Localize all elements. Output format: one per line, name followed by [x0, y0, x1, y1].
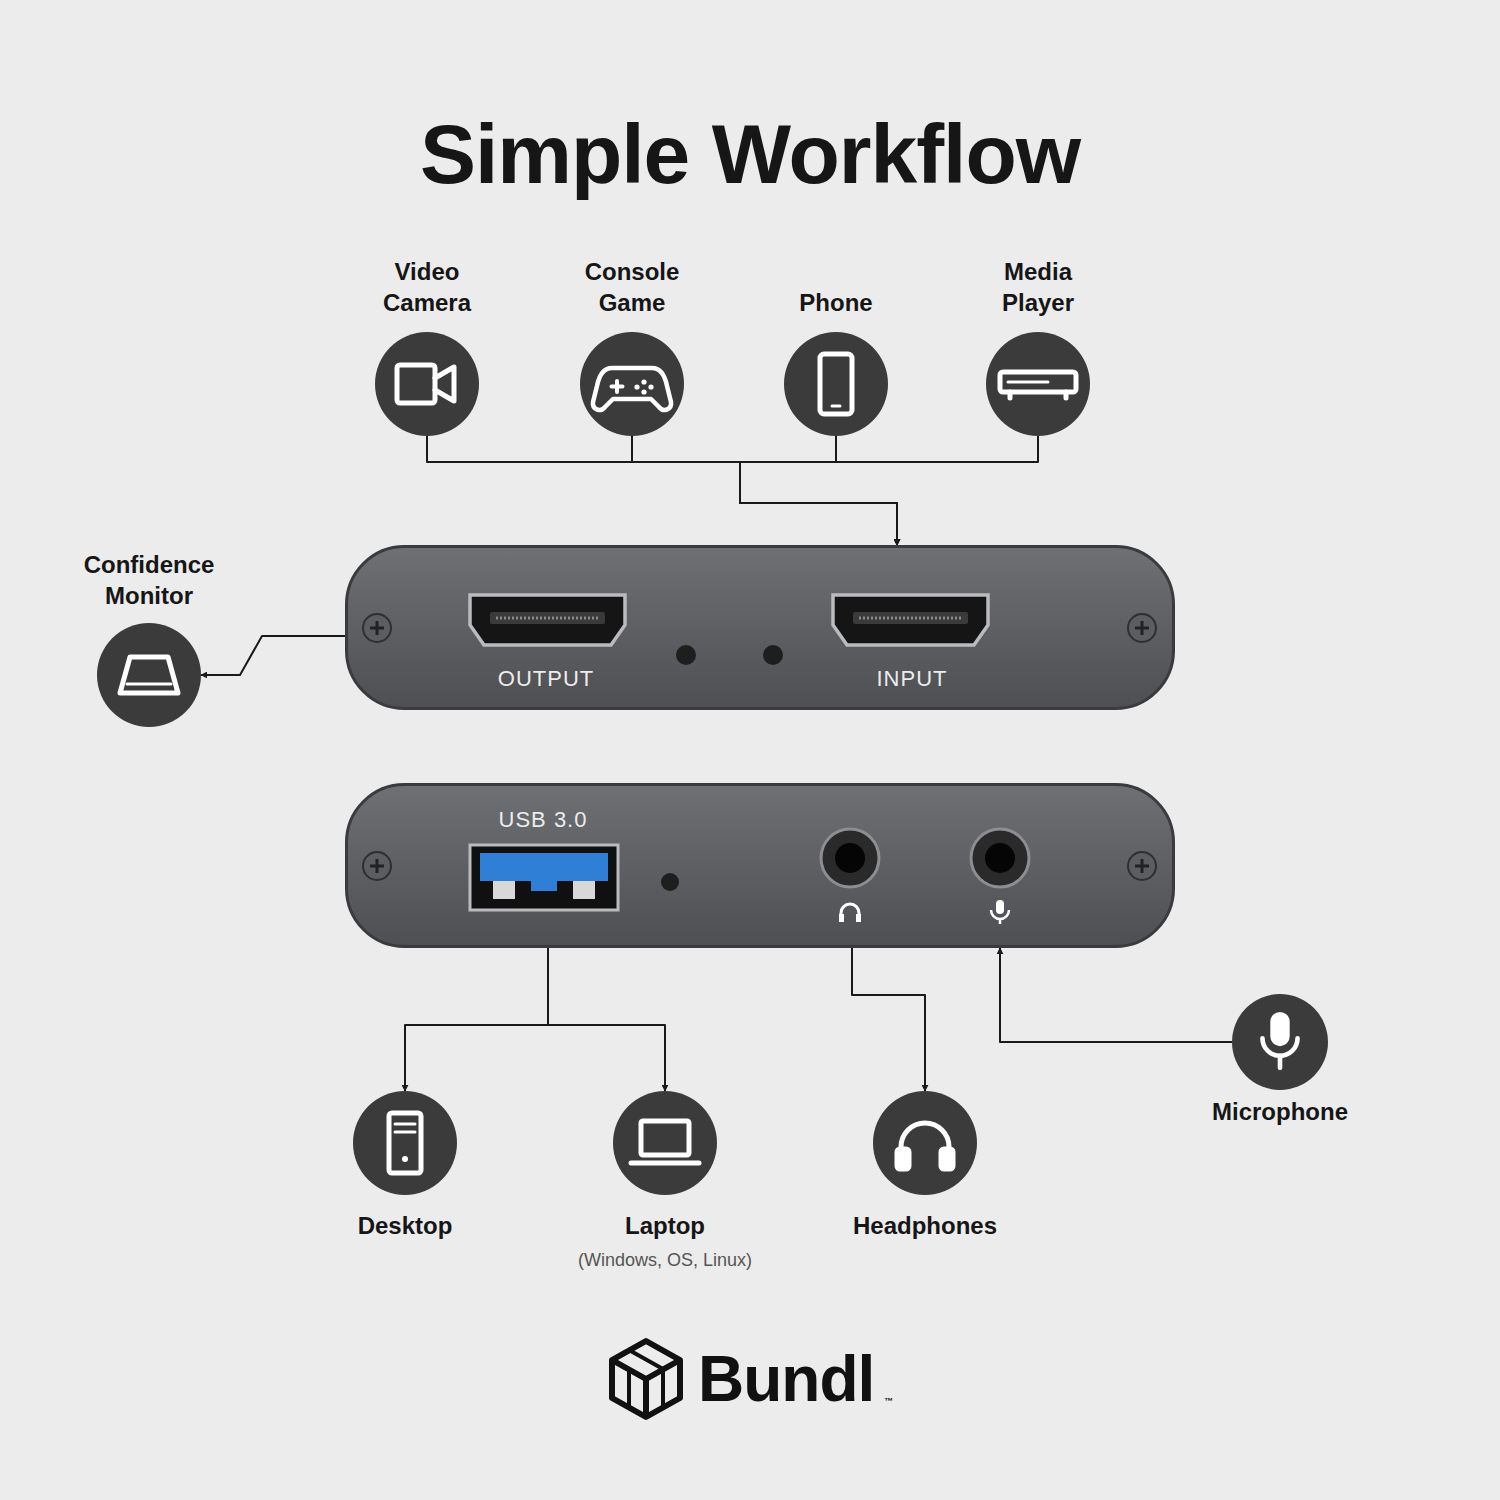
icon-circle: Laptop(Windows, OS, Linux) — [613, 1091, 717, 1195]
icon-label-group: Desktop — [305, 1210, 505, 1241]
connector-line — [740, 436, 1038, 545]
connector-line — [201, 636, 345, 675]
device-panel — [345, 783, 1175, 948]
icon-glyph — [613, 1091, 717, 1195]
connector-line — [548, 948, 665, 1091]
icon-label-group: Confidence Monitor — [64, 549, 234, 611]
icon-label: Video Camera — [362, 256, 492, 318]
icon-circle: Video Camera — [375, 332, 479, 436]
icon-label: Microphone — [1170, 1096, 1390, 1127]
port-label: OUTPUT — [498, 666, 594, 692]
title-text: Simple Workflow — [0, 104, 1500, 204]
icon-circle: Console Game — [580, 332, 684, 436]
icon-label: Phone — [736, 287, 936, 318]
icon-label-group: Video Camera — [362, 256, 492, 318]
trademark-mark: ™ — [884, 1396, 893, 1406]
connector-line — [1000, 948, 1232, 1042]
icon-glyph — [873, 1091, 977, 1195]
icon-label-group: Headphones — [815, 1210, 1035, 1241]
bundl-logo-cube — [612, 1341, 680, 1417]
icon-label-group: Phone — [736, 287, 936, 318]
icon-label: Confidence Monitor — [64, 549, 234, 611]
icon-label-group: Laptop (Windows, OS, Linux) — [535, 1210, 795, 1273]
icon-glyph — [580, 332, 684, 436]
device-panel — [345, 545, 1175, 710]
icon-circle: Phone — [784, 332, 888, 436]
icon-glyph — [986, 332, 1090, 436]
icon-circle: Confidence Monitor — [97, 623, 201, 727]
icon-label: Console Game — [567, 256, 697, 318]
icon-glyph — [784, 332, 888, 436]
icon-glyph — [97, 623, 201, 727]
icon-glyph — [1232, 994, 1328, 1090]
port-label: USB 3.0 — [499, 807, 588, 833]
icon-circle: Media Player — [986, 332, 1090, 436]
icon-label-group: Microphone — [1170, 1096, 1390, 1127]
port-label: INPUT — [877, 666, 948, 692]
icon-circle: Desktop — [353, 1091, 457, 1195]
icon-glyph — [353, 1091, 457, 1195]
device-panel-box: USB 3.0 — [345, 783, 1175, 948]
connector-line — [405, 948, 548, 1091]
brand-wordmark: Bundl — [698, 1340, 874, 1418]
icon-label: Media Player — [978, 256, 1098, 318]
icon-sublabel: (Windows, OS, Linux) — [535, 1247, 795, 1273]
connector-line — [632, 436, 897, 545]
connector-line — [427, 436, 897, 545]
connector-line — [740, 436, 897, 545]
icon-circle: Headphones — [873, 1091, 977, 1195]
icon-label-group: Console Game — [567, 256, 697, 318]
icon-label: Desktop — [305, 1210, 505, 1241]
device-panel-box: OUTPUT INPUT — [345, 545, 1175, 710]
icon-label: Laptop — [535, 1210, 795, 1241]
icon-circle: Microphone — [1232, 994, 1328, 1090]
icon-label-group: Media Player — [978, 256, 1098, 318]
icon-glyph — [375, 332, 479, 436]
connector-line — [852, 948, 925, 1091]
icon-label: Headphones — [815, 1210, 1035, 1241]
